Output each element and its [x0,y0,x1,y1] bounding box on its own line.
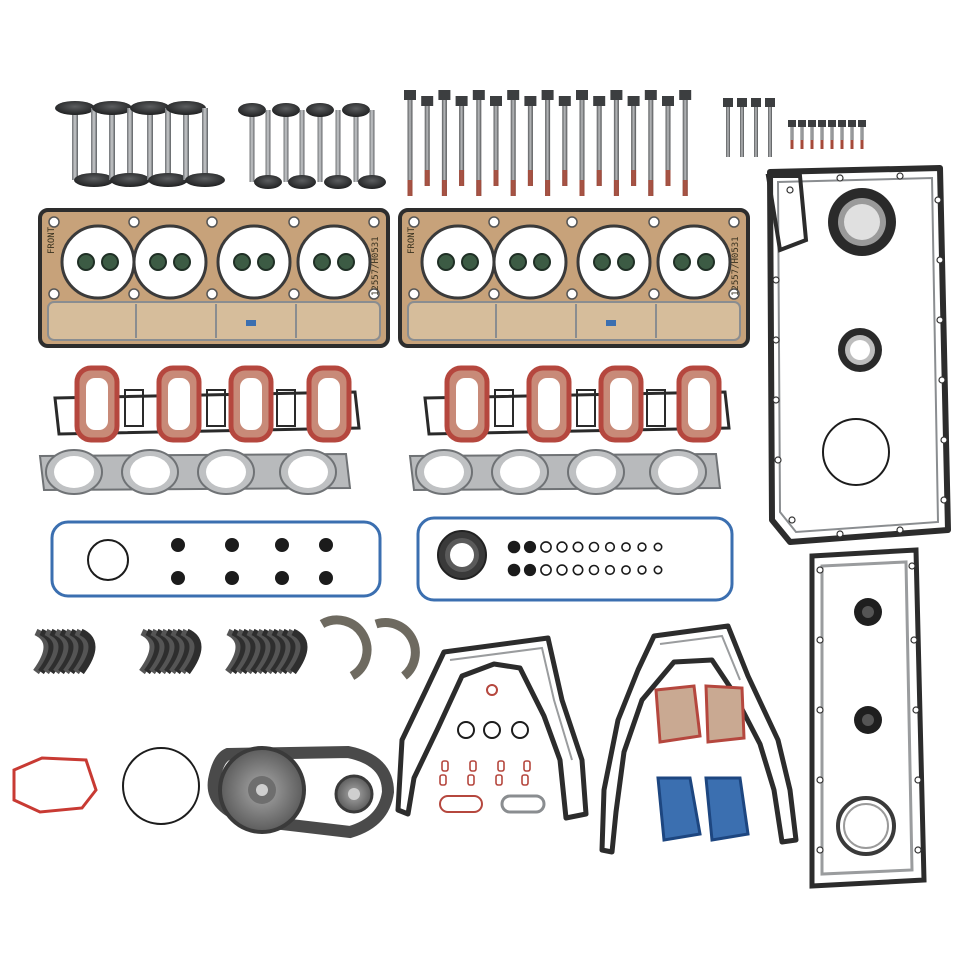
exhaust-manifold-gasket-left [38,449,352,495]
head-bolt [576,90,588,196]
head-bolt [610,90,623,196]
valve [185,108,225,187]
head-bolt [421,96,434,186]
oil-pan-gasket [765,165,951,545]
valve [148,108,188,187]
timing-chain-set [207,745,395,839]
valve [358,110,386,189]
valve-cover-gasket-left [50,520,382,598]
gasket-part-marking: 12557/H0531 [731,236,741,296]
head-bolt [662,96,674,186]
head-bolt [438,90,451,196]
small-bolt [858,120,866,149]
head-bolts [404,90,692,196]
thermostat-o-ring [122,747,200,825]
valve [130,101,170,180]
exhaust-manifold-gasket-right [408,449,722,495]
valve [324,110,352,189]
head-bolt [558,96,571,186]
small-bolt [788,120,796,149]
valve [55,101,95,180]
small-bolt [828,120,836,149]
head-bolt [507,90,520,196]
valve-cover-grommets [171,538,333,585]
o-ring-large [87,539,129,581]
cylinder-head-gasket-right: FRONT 12557/H0531 [398,208,750,348]
small-bolts [723,98,866,157]
intake-valves [55,101,225,187]
exhaust-valves [238,103,386,189]
valve [238,103,266,182]
bolt [765,98,775,157]
bolt [723,98,733,157]
bolt [751,98,761,157]
head-bolt [455,96,468,186]
valve [92,101,132,180]
valve [306,103,334,182]
bolt [737,98,747,157]
head-bolt [627,96,640,186]
timing-cover-gasket [599,623,799,855]
valve [272,103,300,182]
thrust-washers [319,615,420,680]
valve [288,110,316,189]
valve [74,108,114,187]
head-bolt [490,96,502,186]
small-bolt [818,120,826,149]
head-bolt [404,90,416,196]
head-bolt [472,90,485,196]
valve-cover-gasket-right [416,516,734,602]
valve [166,101,206,180]
large-o-ring [822,418,890,486]
valve [342,103,370,182]
head-bolt [679,90,692,196]
valley-cover-gasket [809,547,927,889]
small-bolt [848,120,856,149]
water-pump-gasket [12,756,98,814]
intake-manifold-gasket-left [53,365,361,443]
cylinder-head-gasket-left: FRONT 12557/H0531 [38,208,390,348]
valve [254,110,282,189]
rear-cover-gasket [395,635,589,821]
gasket-front-marking: FRONT [407,226,417,254]
head-bolt [593,96,606,186]
intake-manifold-gasket-right [423,365,731,443]
small-bolt [798,120,806,149]
gasket-front-marking: FRONT [47,226,57,254]
small-o-rings [507,540,663,577]
head-bolt [644,90,657,196]
gasket-part-marking: 12557/H0531 [371,236,381,296]
head-bolt [524,96,537,186]
valve [110,108,150,187]
head-bolt [541,90,554,196]
main-rod-bearings [33,628,308,675]
small-bolt [808,120,816,149]
small-bolt [838,120,846,149]
